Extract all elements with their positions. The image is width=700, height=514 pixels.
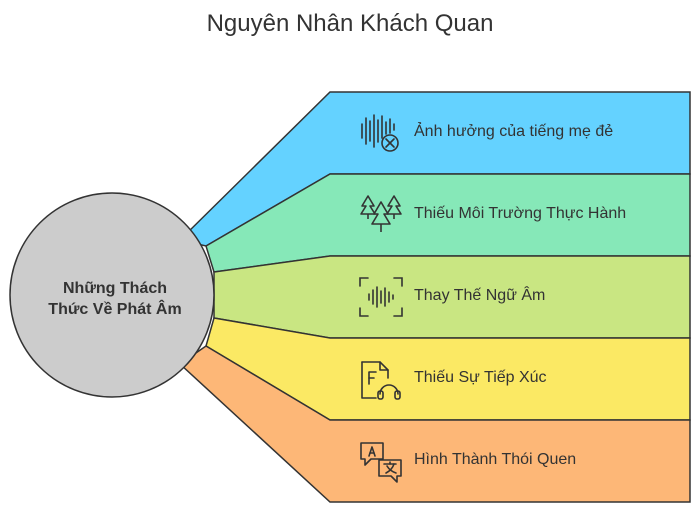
row-label-4: Thiếu Sự Tiếp Xúc <box>414 369 547 386</box>
translate-icon <box>360 442 402 483</box>
sound-scan-icon <box>359 277 403 317</box>
row-label-1: Ảnh hưởng của tiếng mẹ đẻ <box>414 123 614 140</box>
center-label: Những Thách Thức Về Phát Âm <box>20 278 210 320</box>
row-label-5: Hình Thành Thói Quen <box>414 451 577 468</box>
center-label-line-1: Những Thách <box>62 280 168 297</box>
trees-icon <box>360 195 402 232</box>
file-headset-icon <box>361 361 401 400</box>
diagram-title: Nguyên Nhân Khách Quan <box>206 10 494 37</box>
row-label-2: Thiếu Môi Trường Thực Hành <box>414 205 627 222</box>
row-label-3: Thay Thế Ngữ Âm <box>414 287 546 304</box>
audio-wave-x-icon <box>361 114 399 152</box>
center-label-line-2: Thức Về Phát Âm <box>48 301 182 318</box>
center-circle <box>9 192 215 398</box>
